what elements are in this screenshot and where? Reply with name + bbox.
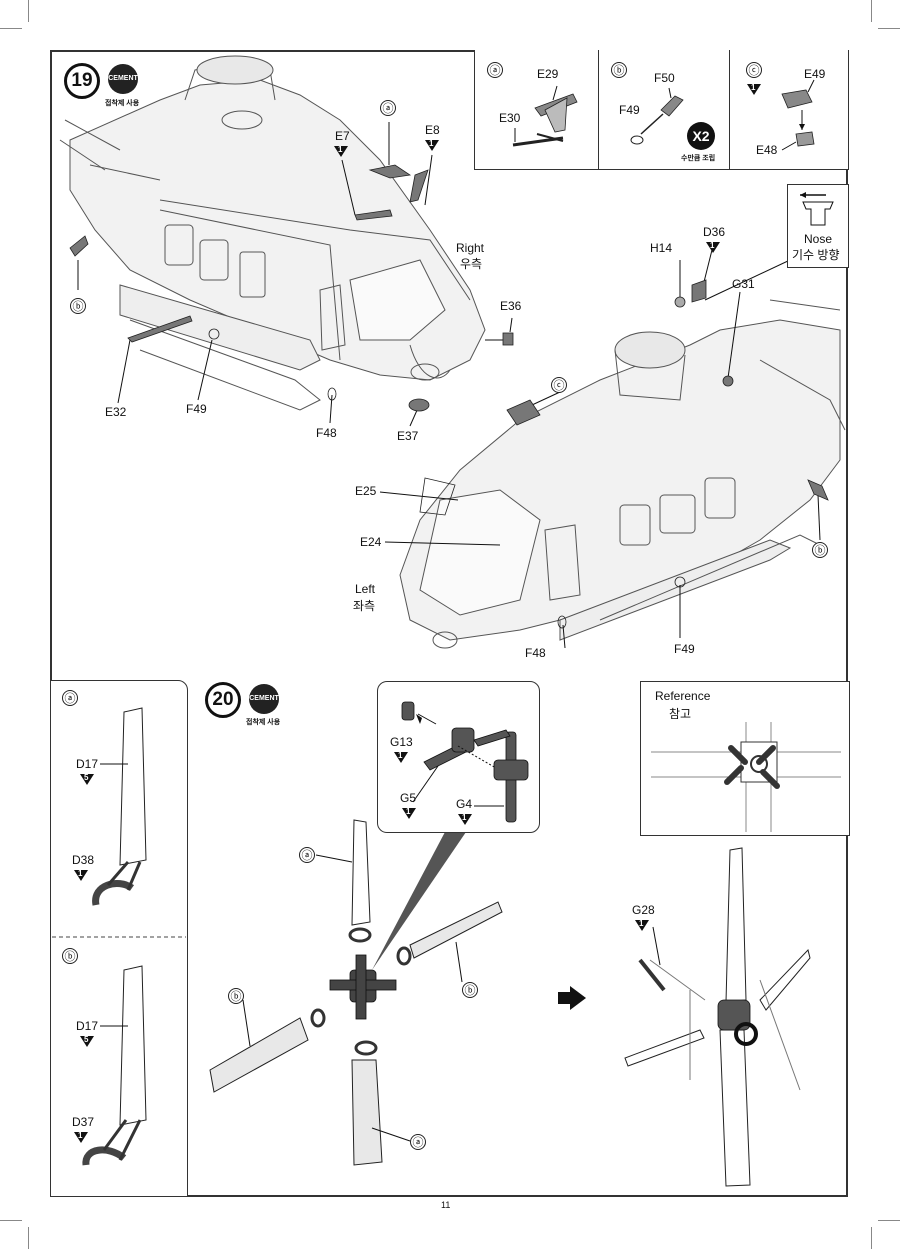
hub-detail-inset: G13 1 G5 1 G4 1 bbox=[377, 681, 540, 833]
part-F49: F49 bbox=[619, 103, 640, 117]
callout-a: ⓐ bbox=[380, 100, 396, 116]
qty-badge: 1 bbox=[74, 1131, 88, 1143]
part-F50: F50 bbox=[654, 71, 675, 85]
qty-badge: 5 bbox=[80, 773, 94, 785]
left-side-label-kr: 좌측 bbox=[353, 599, 376, 613]
subassembly-b-drawing bbox=[630, 87, 684, 145]
qty-badge: 1 bbox=[334, 145, 348, 157]
right-side-label-kr: 우측 bbox=[460, 257, 483, 271]
qty-badge: 5 bbox=[80, 1035, 94, 1047]
qty-badge: 1 bbox=[635, 919, 649, 931]
callout-a: ⓐ bbox=[299, 847, 315, 863]
callout-b: ⓑ bbox=[228, 988, 244, 1004]
right-side-label: Right bbox=[456, 241, 485, 255]
subassembly-c-box: ⓒ 1 E49 E48 bbox=[729, 50, 849, 170]
part-F49: F49 bbox=[674, 642, 695, 656]
part-D37: D37 bbox=[72, 1115, 95, 1129]
part-F48: F48 bbox=[316, 426, 337, 440]
x2-quantity-label-kr: 수만큼 조립 bbox=[681, 155, 716, 162]
part-E37: E37 bbox=[397, 429, 419, 443]
next-arrow-icon bbox=[570, 986, 586, 1010]
cement-icon: CEMENT bbox=[249, 684, 279, 714]
part-E25: E25 bbox=[355, 484, 377, 498]
part-D17: D17 bbox=[76, 1019, 99, 1033]
part-E48: E48 bbox=[756, 143, 778, 157]
part-E8: E8 bbox=[425, 123, 440, 137]
reference-label-kr: 참고 bbox=[669, 707, 692, 721]
blade-subassembly-panel bbox=[50, 680, 188, 1197]
part-D17: D17 bbox=[76, 757, 99, 771]
next-arrow-icon bbox=[558, 992, 570, 1004]
crop-mark bbox=[871, 1227, 872, 1249]
subassembly-b-mark: ⓑ bbox=[62, 948, 78, 964]
crop-mark bbox=[871, 0, 872, 22]
nose-arrow-icon bbox=[800, 192, 834, 226]
crop-mark bbox=[28, 1227, 29, 1249]
part-F48: F48 bbox=[525, 646, 546, 660]
callout-a: ⓐ bbox=[410, 1134, 426, 1150]
part-E49: E49 bbox=[804, 67, 826, 81]
reference-label: Reference bbox=[655, 689, 711, 703]
part-E29: E29 bbox=[537, 67, 559, 81]
part-E30: E30 bbox=[499, 111, 521, 125]
reference-inset: Reference 참고 bbox=[640, 681, 850, 836]
crop-mark bbox=[28, 0, 29, 22]
subassembly-b-box: ⓑ F50 F49 X2 수만큼 조립 bbox=[598, 50, 730, 170]
part-G5: G5 bbox=[400, 791, 417, 805]
part-G31: G31 bbox=[732, 277, 755, 291]
qty-badge: 1 bbox=[747, 83, 761, 95]
reference-drawing bbox=[651, 722, 841, 832]
part-E36: E36 bbox=[500, 299, 522, 313]
nose-direction-inset: Nose 기수 방향 bbox=[787, 184, 849, 268]
subassembly-c-drawing bbox=[781, 79, 815, 151]
cement-label-kr: 접착제 사용 bbox=[246, 719, 281, 726]
subassembly-a-mark: ⓐ bbox=[487, 62, 503, 78]
subassembly-a-drawing bbox=[512, 85, 578, 147]
qty-badge: 1 bbox=[706, 241, 720, 253]
crop-mark bbox=[0, 28, 22, 29]
subassembly-a-box: ⓐ E29 E30 bbox=[474, 50, 599, 170]
part-G4: G4 bbox=[456, 797, 473, 811]
page-number: 11 bbox=[441, 1200, 451, 1210]
part-G13: G13 bbox=[390, 735, 413, 749]
part-E7: E7 bbox=[335, 129, 350, 143]
part-E32: E32 bbox=[105, 405, 127, 419]
part-D36: D36 bbox=[703, 225, 726, 239]
nose-label-kr: 기수 방향 bbox=[792, 248, 840, 262]
qty-badge: 1 bbox=[425, 139, 439, 151]
part-F49: F49 bbox=[186, 402, 207, 416]
part-D38: D38 bbox=[72, 853, 95, 867]
crop-mark bbox=[878, 1220, 900, 1221]
callout-c: ⓒ bbox=[551, 377, 567, 393]
callout-b: ⓑ bbox=[462, 982, 478, 998]
nose-label: Nose bbox=[804, 232, 833, 246]
qty-badge: 1 bbox=[394, 751, 408, 763]
page-frame bbox=[50, 50, 848, 1197]
qty-badge: 1 bbox=[74, 869, 88, 881]
subassembly-a-mark: ⓐ bbox=[62, 690, 78, 706]
part-H14: H14 bbox=[650, 241, 673, 255]
step-number: 19 bbox=[64, 63, 100, 99]
part-G28: G28 bbox=[632, 903, 655, 917]
part-E24: E24 bbox=[360, 535, 382, 549]
cement-icon: CEMENT bbox=[108, 64, 138, 94]
qty-badge: 1 bbox=[402, 807, 416, 819]
callout-b: ⓑ bbox=[70, 298, 86, 314]
subassembly-b-mark: ⓑ bbox=[611, 62, 627, 78]
subassembly-c-mark: ⓒ bbox=[746, 62, 762, 78]
crop-mark bbox=[0, 1220, 22, 1221]
cement-label-kr: 접착제 사용 bbox=[105, 100, 140, 107]
step-number: 20 bbox=[205, 682, 241, 718]
crop-mark bbox=[878, 28, 900, 29]
hub-detail-drawing bbox=[401, 701, 529, 823]
x2-quantity-icon: X2 bbox=[687, 122, 715, 150]
callout-b: ⓑ bbox=[812, 542, 828, 558]
left-side-label: Left bbox=[355, 582, 376, 596]
qty-badge: 1 bbox=[458, 813, 472, 825]
